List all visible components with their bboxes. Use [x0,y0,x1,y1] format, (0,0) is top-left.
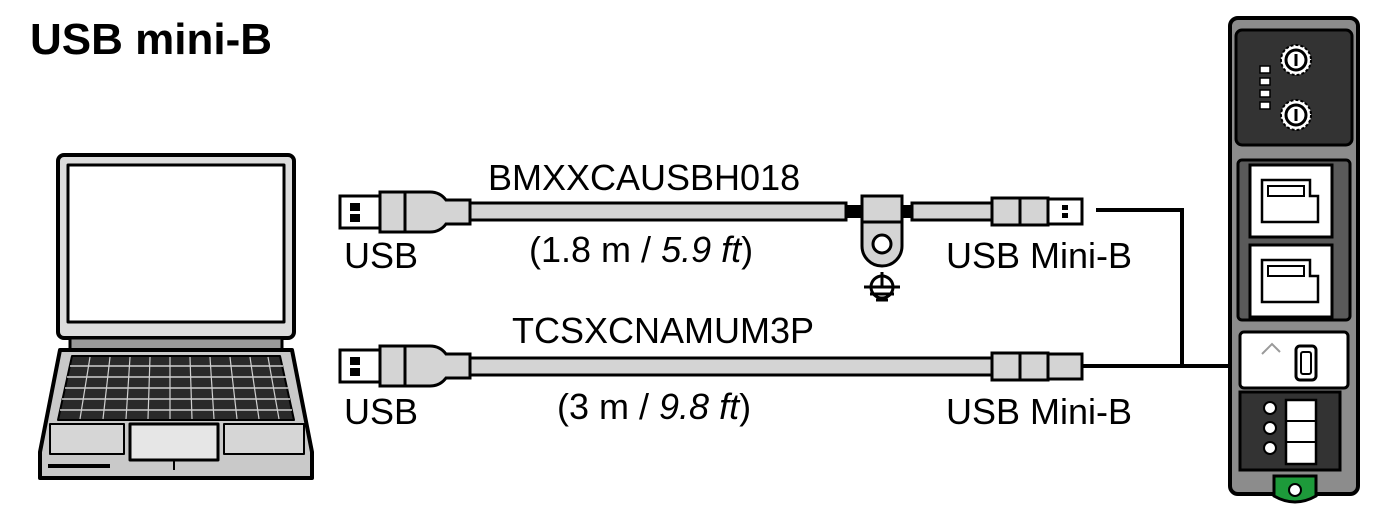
cable-top-length: (1.8 m / 5.9 ft) [529,229,753,270]
ground-clamp [860,194,904,268]
usb-a-plug-bottom [338,348,382,384]
cable-bottom-part-number: TCSXCNAMUM3P [512,310,814,351]
ethernet-port-icon [1248,163,1334,239]
rotary-switch-icon [1280,99,1312,131]
ground-symbol-icon [864,272,900,302]
usb-mini-b-plug-top [1046,197,1084,226]
plc-module-icon [1228,16,1360,504]
cable-bottom-right-connector-label: USB Mini-B [946,391,1132,432]
usb-mini-port [1238,330,1350,390]
cable-bottom-left-connector-label: USB [344,391,418,432]
usb-mini-b-plug-bottom [1046,352,1084,381]
cable-top-part-number: BMXXCAUSBH018 [488,157,800,198]
ethernet-port-icon [1248,243,1334,319]
cable-bottom-length: (3 m / 9.8 ft) [557,386,751,427]
diagram-title: USB mini-B [30,15,272,64]
usb-a-plug-top [338,194,382,230]
cable-bottom [338,344,1084,388]
status-led [1259,77,1271,86]
status-led [1259,101,1271,110]
cable-top [338,190,1084,268]
rotary-switch-icon [1280,44,1312,76]
cable-top-left-connector-label: USB [344,235,418,276]
laptop-icon [38,153,314,480]
status-led [1259,89,1271,98]
status-led [1259,65,1271,74]
cable-top-right-connector-label: USB Mini-B [946,235,1132,276]
